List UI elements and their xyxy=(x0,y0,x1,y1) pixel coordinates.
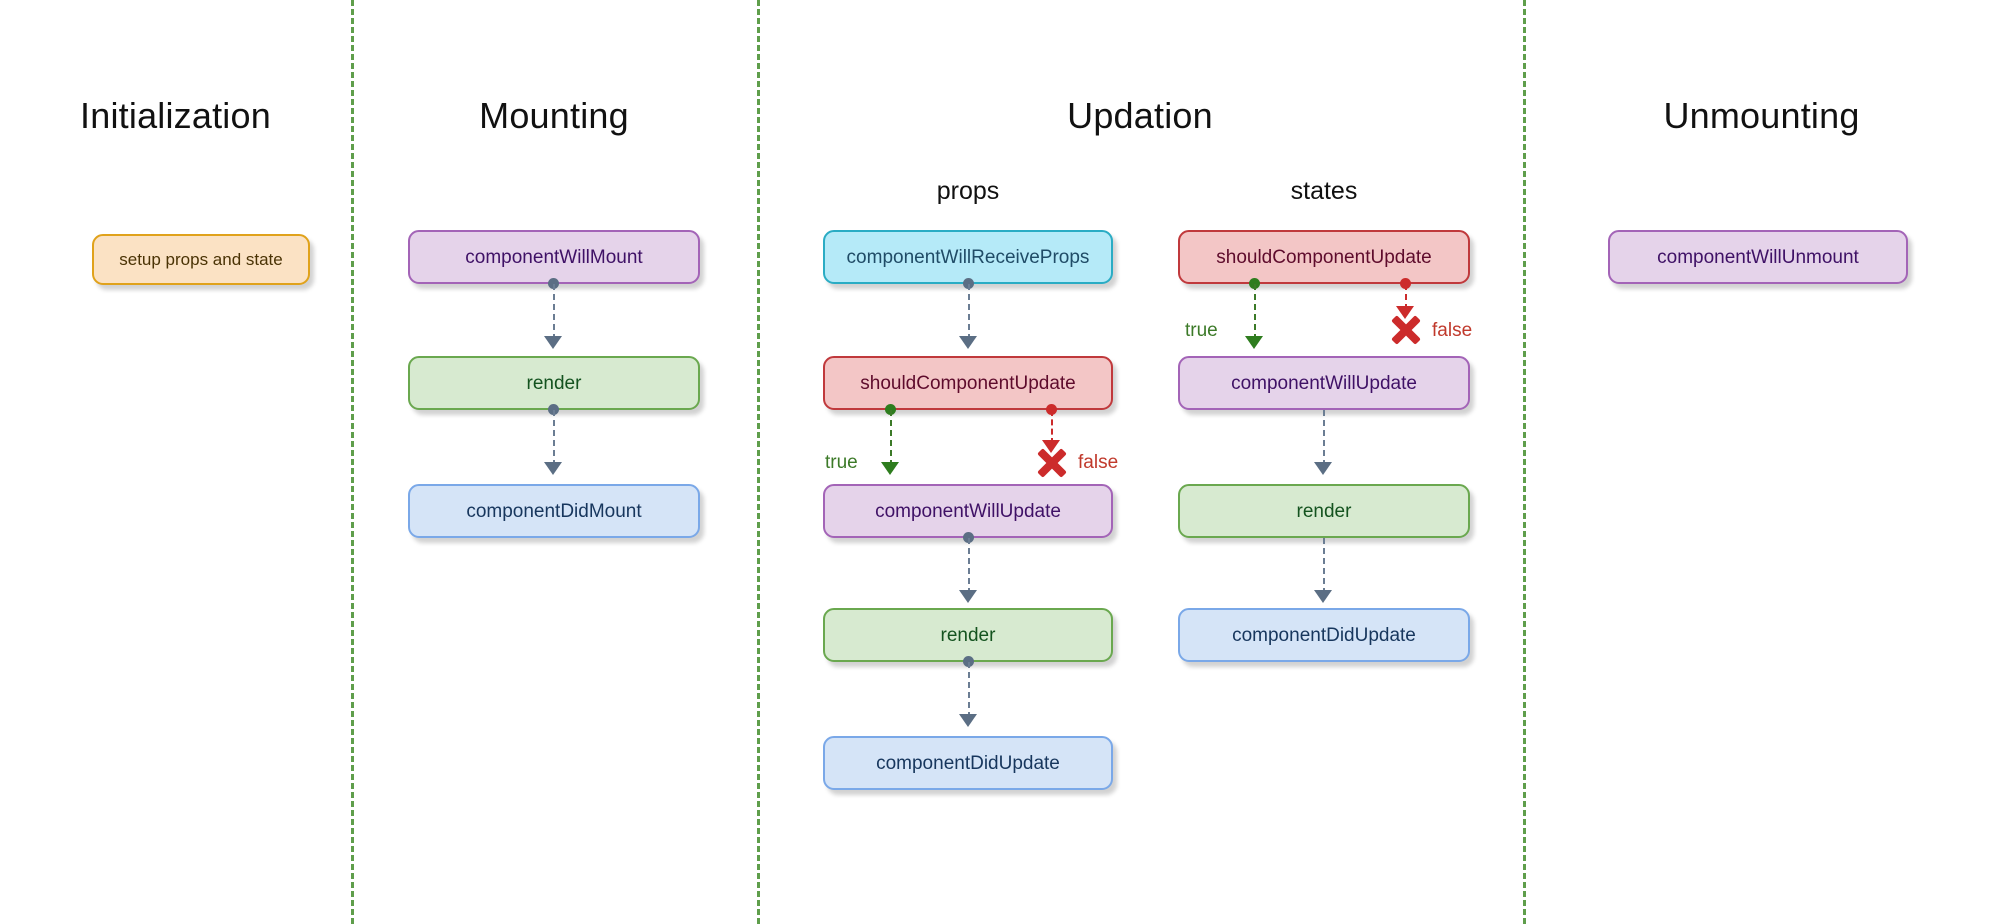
node-props-component-will-update[interactable]: componentWillUpdate xyxy=(823,484,1113,538)
section-title-unmounting: Unmounting xyxy=(1663,95,1860,136)
arrow-states-2 xyxy=(1314,462,1332,475)
group-title-states: states xyxy=(1290,177,1358,205)
connector-states-true xyxy=(1254,284,1256,340)
node-props-component-did-update[interactable]: componentDidUpdate xyxy=(823,736,1113,790)
connector-dot-props-2 xyxy=(963,532,974,543)
arrow-states-3 xyxy=(1314,590,1332,603)
arrow-mounting-1 xyxy=(544,336,562,349)
arrow-props-3 xyxy=(959,714,977,727)
stop-x-icon-states xyxy=(1389,313,1423,347)
node-states-component-will-update[interactable]: componentWillUpdate xyxy=(1178,356,1470,410)
branch-label-states-false: false xyxy=(1432,320,1473,341)
node-mounting-render[interactable]: render xyxy=(408,356,700,410)
branch-dot-states-true xyxy=(1249,278,1260,289)
branch-dot-props-true xyxy=(885,404,896,415)
arrow-mounting-2 xyxy=(544,462,562,475)
node-component-will-receive-props[interactable]: componentWillReceiveProps xyxy=(823,230,1113,284)
connector-props-3 xyxy=(968,662,970,718)
connector-dot-mounting-1 xyxy=(548,278,559,289)
connector-props-1 xyxy=(968,284,970,340)
connector-mounting-2 xyxy=(553,410,555,466)
node-props-render[interactable]: render xyxy=(823,608,1113,662)
branch-label-states-true: true xyxy=(1185,320,1218,341)
connector-dot-mounting-2 xyxy=(548,404,559,415)
node-states-should-component-update[interactable]: shouldComponentUpdate xyxy=(1178,230,1470,284)
node-component-will-mount[interactable]: componentWillMount xyxy=(408,230,700,284)
arrow-props-true xyxy=(881,462,899,475)
connector-props-true xyxy=(890,410,892,466)
connector-dot-props-3 xyxy=(963,656,974,667)
group-title-props: props xyxy=(936,177,1000,205)
node-props-should-component-update[interactable]: shouldComponentUpdate xyxy=(823,356,1113,410)
connector-states-false xyxy=(1405,284,1407,310)
branch-dot-states-false xyxy=(1400,278,1411,289)
connector-states-3 xyxy=(1323,538,1325,594)
branch-dot-props-false xyxy=(1046,404,1057,415)
node-component-did-mount[interactable]: componentDidMount xyxy=(408,484,700,538)
section-title-updation: Updation xyxy=(1067,95,1213,136)
connector-mounting-1 xyxy=(553,284,555,340)
arrow-props-2 xyxy=(959,590,977,603)
stop-x-icon-props xyxy=(1035,446,1069,480)
connector-props-2 xyxy=(968,538,970,594)
branch-label-props-true: true xyxy=(825,452,858,473)
branch-label-props-false: false xyxy=(1078,452,1119,473)
node-states-render[interactable]: render xyxy=(1178,484,1470,538)
connector-states-2 xyxy=(1323,410,1325,466)
section-title-initialization: Initialization xyxy=(80,95,271,136)
divider-mounting-updation xyxy=(757,0,760,924)
arrow-props-1 xyxy=(959,336,977,349)
node-states-component-did-update[interactable]: componentDidUpdate xyxy=(1178,608,1470,662)
section-title-mounting: Mounting xyxy=(479,95,629,136)
divider-updation-unmounting xyxy=(1523,0,1526,924)
node-component-will-unmount[interactable]: componentWillUnmount xyxy=(1608,230,1908,284)
arrow-states-true xyxy=(1245,336,1263,349)
node-setup-props-and-state[interactable]: setup props and state xyxy=(92,234,310,285)
connector-dot-props-1 xyxy=(963,278,974,289)
divider-initialization-mounting xyxy=(351,0,354,924)
connector-props-false xyxy=(1051,410,1053,444)
